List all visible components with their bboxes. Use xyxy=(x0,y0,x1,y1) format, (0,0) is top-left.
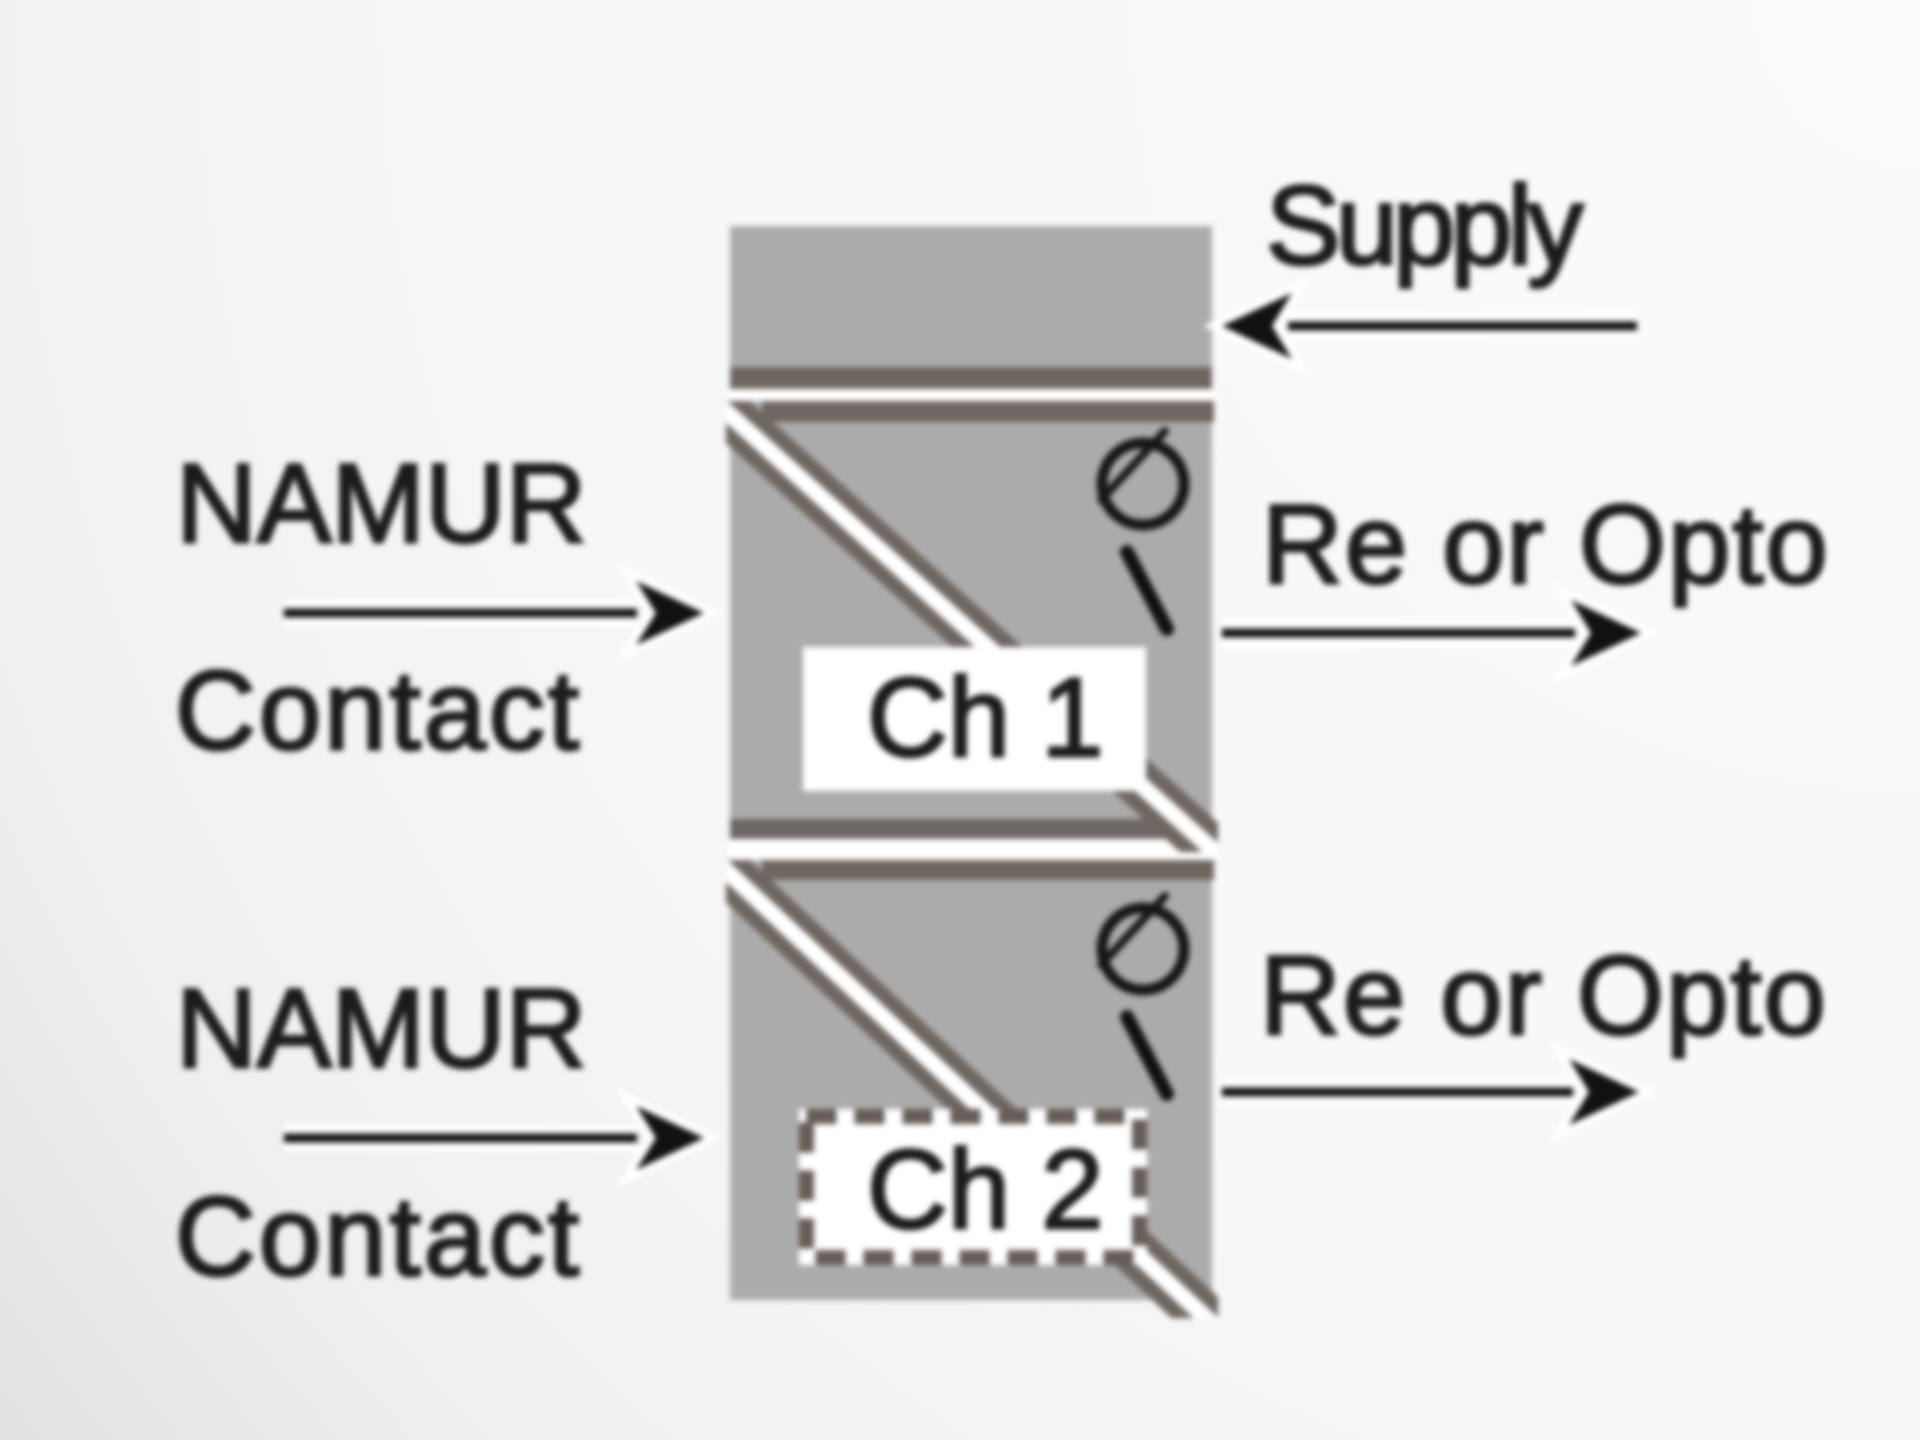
svg-text:Supply: Supply xyxy=(1266,163,1583,288)
svg-text:Ch 1: Ch 1 xyxy=(867,655,1104,780)
svg-text:Contact: Contact xyxy=(175,1174,582,1299)
svg-text:Contact: Contact xyxy=(175,648,582,773)
svg-text:NAMUR: NAMUR xyxy=(176,966,587,1091)
svg-text:Contact: Contact xyxy=(175,648,582,773)
svg-text:NAMUR: NAMUR xyxy=(176,441,587,566)
svg-text:NAMUR: NAMUR xyxy=(176,966,587,1091)
svg-text:NAMUR: NAMUR xyxy=(176,441,587,566)
svg-text:Contact: Contact xyxy=(175,1174,582,1299)
svg-text:Re or Opto: Re or Opto xyxy=(1262,482,1830,607)
svg-text:Ch 2: Ch 2 xyxy=(867,1127,1104,1252)
svg-text:Re or Opto: Re or Opto xyxy=(1260,933,1828,1058)
svg-text:Re or Opto: Re or Opto xyxy=(1260,933,1828,1058)
svg-text:Supply: Supply xyxy=(1266,163,1583,288)
svg-text:Re or Opto: Re or Opto xyxy=(1262,482,1830,607)
